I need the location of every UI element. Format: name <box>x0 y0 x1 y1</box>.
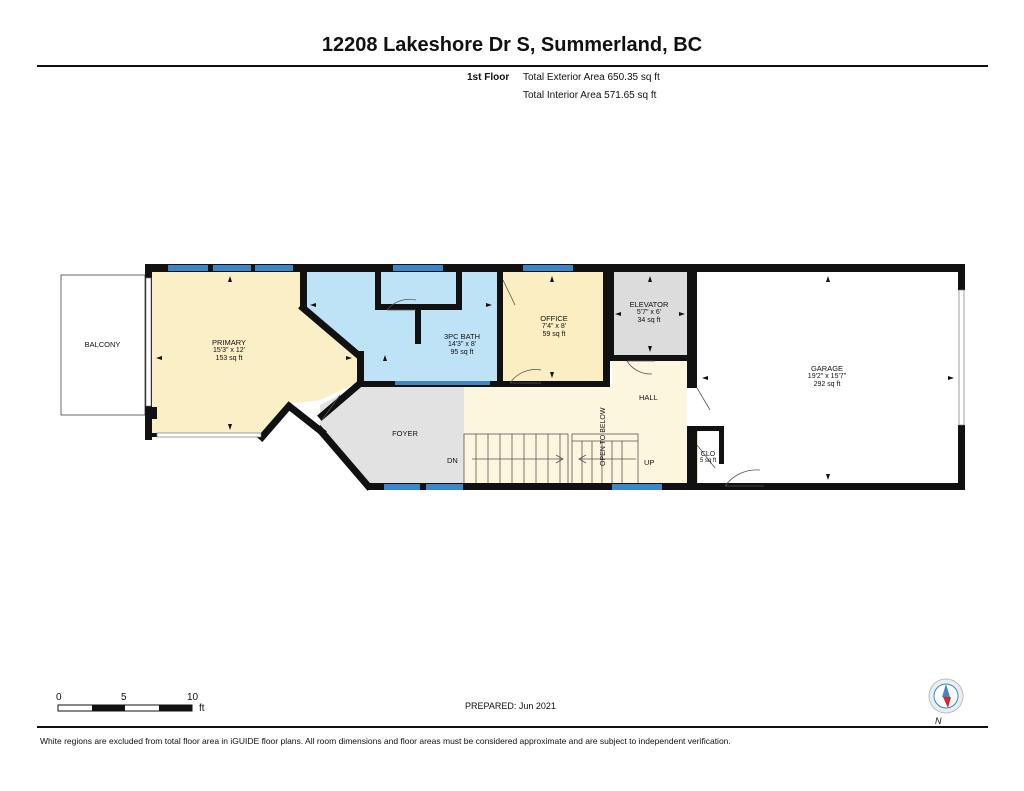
exterior-area: Total Exterior Area 650.35 sq ft <box>523 72 660 83</box>
room-label-elevator: ELEVATOR 5'7" x 6' 34 sq ft <box>619 301 679 325</box>
primary-dims: 15'3" x 12' <box>212 347 245 354</box>
room-label-foyer: FOYER <box>392 429 418 438</box>
room-label-office: OFFICE 7'4" x 8' 59 sq ft <box>524 315 584 339</box>
elevator-dims: 5'7" x 6' <box>636 309 662 316</box>
disclaimer: White regions are excluded from total fl… <box>40 736 731 746</box>
stairs-up-label: UP <box>644 458 655 467</box>
room-label-balcony: BALCONY <box>84 340 121 349</box>
footer-rule <box>37 726 988 728</box>
room-label-bath: 3PC BATH 14'3" x 8' 95 sq ft <box>432 333 492 357</box>
office-name: OFFICE <box>540 314 568 323</box>
garage-dims: 19'2" x 15'7" <box>807 373 847 380</box>
header-rule <box>37 65 988 67</box>
scale-tick-0: 0 <box>56 692 62 703</box>
interior-area: Total Interior Area 571.65 sq ft <box>523 90 657 101</box>
compass-icon <box>928 678 964 714</box>
garage-area: 292 sq ft <box>813 381 841 388</box>
stairs-down-label: DN <box>447 456 458 465</box>
dimension-arrows <box>156 276 954 480</box>
prepared-date: PREPARED: Jun 2021 <box>465 701 556 711</box>
compass-north-label: N <box>935 716 942 726</box>
scale-unit: ft <box>199 703 205 714</box>
balcony-area <box>60 274 146 416</box>
hall-room[interactable] <box>464 358 687 486</box>
primary-name: PRIMARY <box>211 338 247 347</box>
closet-name: CLO <box>700 451 716 458</box>
room-label-garage: GARAGE 19'2" x 15'7" 292 sq ft <box>797 365 857 389</box>
garage-name: GARAGE <box>810 364 844 373</box>
windows <box>168 265 662 490</box>
floor-label: 1st Floor <box>467 72 510 83</box>
open-to-below-label: OPEN TO BELOW <box>600 407 607 466</box>
foyer-room[interactable] <box>320 386 464 486</box>
garage-room[interactable] <box>698 272 958 482</box>
room-label-hall: HALL <box>639 393 658 402</box>
closet-area: 5 sq ft <box>699 458 717 464</box>
glass-openings <box>145 277 965 438</box>
bath-name: 3PC BATH <box>443 332 481 341</box>
room-label-closet: CLO 5 sq ft <box>697 451 719 465</box>
scale-bar <box>57 704 193 712</box>
elevator-room[interactable] <box>612 272 687 356</box>
bath-dims: 14'3" x 8' <box>447 341 477 348</box>
page-title: 12208 Lakeshore Dr S, Summerland, BC <box>321 34 703 56</box>
elevator-area: 34 sq ft <box>637 317 661 324</box>
bath-area: 95 sq ft <box>450 349 474 356</box>
bath-room[interactable] <box>303 272 500 383</box>
office-dims: 7'4" x 8' <box>541 323 567 330</box>
primary-area: 153 sq ft <box>215 355 243 362</box>
scale-tick-5: 5 <box>121 692 127 703</box>
office-room[interactable] <box>500 272 607 383</box>
scale-tick-10: 10 <box>187 692 199 703</box>
angled-walls <box>257 303 373 491</box>
room-label-primary: PRIMARY 15'3" x 12' 153 sq ft <box>199 339 259 363</box>
doors <box>321 279 764 487</box>
stairs <box>463 433 639 485</box>
elevator-name: ELEVATOR <box>629 300 669 309</box>
office-area: 59 sq ft <box>542 331 566 338</box>
